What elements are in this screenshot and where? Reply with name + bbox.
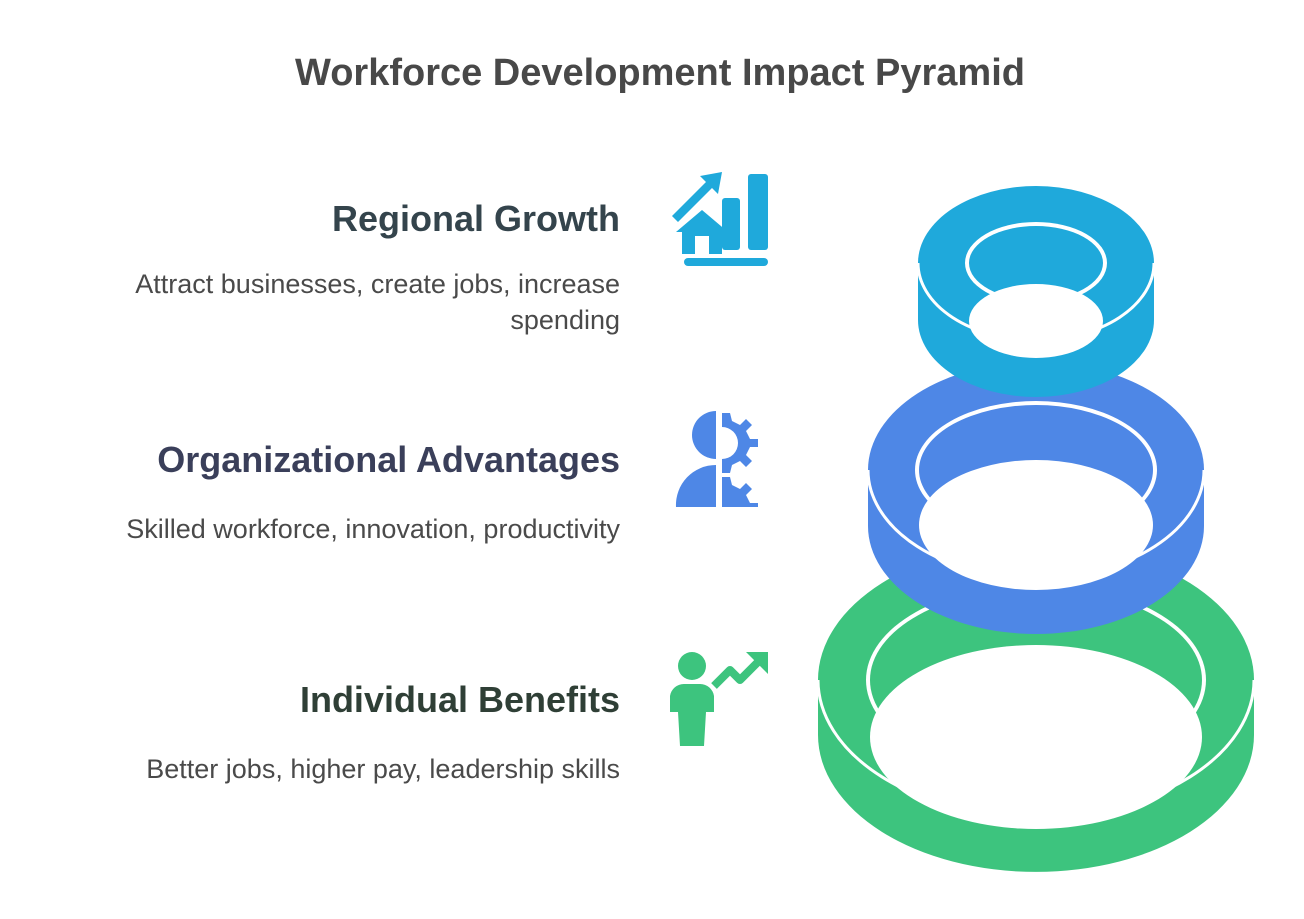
level-description: Better jobs, higher pay, leadership skil… [146, 754, 620, 784]
level-heading: Organizational Advantages [157, 439, 620, 480]
ring-regional-hole-floor [969, 284, 1103, 358]
ring-individual-benefits [816, 543, 1256, 872]
ring-org-hole-floor [919, 460, 1153, 590]
level-individual-benefits: Individual Benefits Better jobs, higher … [40, 677, 620, 787]
ring-organizational-advantages [866, 362, 1206, 634]
ring-regional-growth [916, 186, 1156, 397]
level-organizational-advantages: Organizational Advantages Skilled workfo… [40, 437, 620, 547]
level-heading: Individual Benefits [299, 679, 620, 720]
level-description: Attract businesses, create jobs, increas… [135, 269, 620, 335]
diagram-title: Workforce Development Impact Pyramid [295, 52, 1025, 94]
level-description: Skilled workforce, innovation, productiv… [126, 514, 620, 544]
ring-individual-hole-floor [870, 645, 1202, 829]
ring-regional-hole [969, 226, 1103, 300]
person-gear-icon [675, 411, 758, 507]
level-regional-growth: Regional Growth Attract businesses, crea… [40, 196, 620, 338]
house-chart-growth-icon [672, 172, 768, 266]
person-arrow-up-icon [670, 652, 768, 746]
level-heading: Regional Growth [332, 198, 620, 239]
